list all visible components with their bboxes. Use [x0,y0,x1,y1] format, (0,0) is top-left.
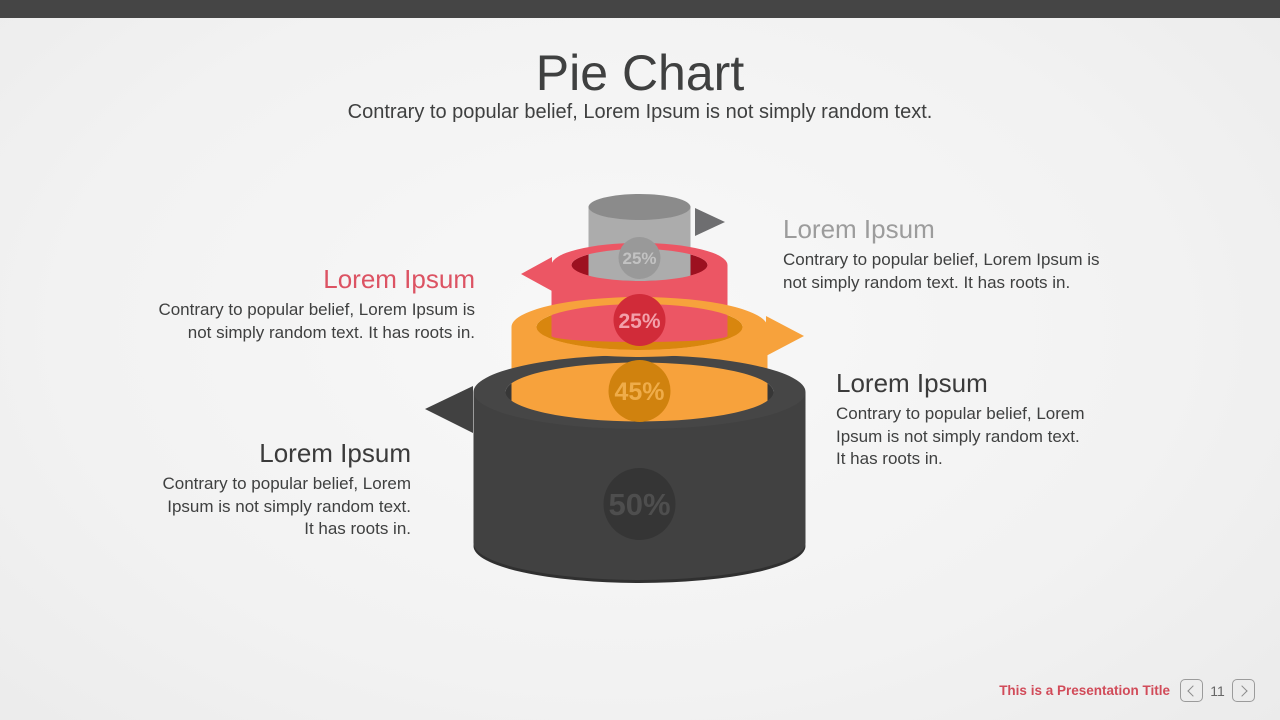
callout-heading: Lorem Ipsum [836,368,988,398]
slide-top-accent-bar [0,0,1280,18]
orange-layer-badge [608,360,671,422]
callout-bottom-left: Lorem Ipsum Contrary to popular belief, … [126,438,411,541]
chart-layer-gray-25: 25% [588,194,691,279]
callout-heading: Lorem Ipsum [259,438,411,468]
callout-body-line: not simply random text. It has roots in. [783,272,1071,292]
callout-body-line: Contrary to popular belief, Lorem [836,404,1085,423]
slide-page-number: 11 [1210,683,1225,699]
arrow-right-gray-icon [695,208,725,236]
previous-slide-button[interactable] [1180,679,1203,702]
gray-layer-badge [618,237,661,279]
callout-top-right: Lorem Ipsum Contrary to popular belief, … [783,214,1123,294]
callout-heading: Lorem Ipsum [783,214,935,244]
chevron-left-icon [1187,684,1199,697]
slide-title: Pie Chart [535,45,745,101]
arrow-left-red-icon [521,257,552,291]
callout-body-line: It has roots in. [836,449,943,468]
orange-layer-percent: 45% [614,378,664,406]
footer-presentation-title: This is a Presentation Title [999,683,1170,698]
callout-body-line: Contrary to popular belief, Lorem [162,474,411,493]
chevron-right-icon [1236,684,1248,697]
gray-layer-percent: 25% [622,249,656,268]
dark-layer-badge [603,468,676,540]
callout-body-line: It has roots in. [304,519,411,538]
slide-subtitle: Contrary to popular belief, Lorem Ipsum … [347,101,933,123]
red-layer-badge [613,294,666,346]
callout-bottom-right: Lorem Ipsum Contrary to popular belief, … [836,368,1116,471]
gray-layer-top [588,194,691,220]
callout-heading: Lorem Ipsum [323,264,475,294]
callout-body-line: Contrary to popular belief, Lorem Ipsum … [783,250,1100,269]
arrow-right-orange-icon [766,316,804,356]
dark-layer-percent: 50% [608,487,670,522]
callout-body-line: Ipsum is not simply random text. [836,426,1080,446]
callout-body-line: Ipsum is not simply random text. [167,496,411,516]
next-slide-button[interactable] [1232,679,1255,702]
callout-body-line: Contrary to popular belief, Lorem Ipsum … [158,300,475,319]
callout-body-line: not simply random text. It has roots in. [187,322,475,342]
callout-left: Lorem Ipsum Contrary to popular belief, … [130,264,475,344]
arrow-left-dark-icon [425,386,473,433]
red-layer-percent: 25% [618,310,660,333]
